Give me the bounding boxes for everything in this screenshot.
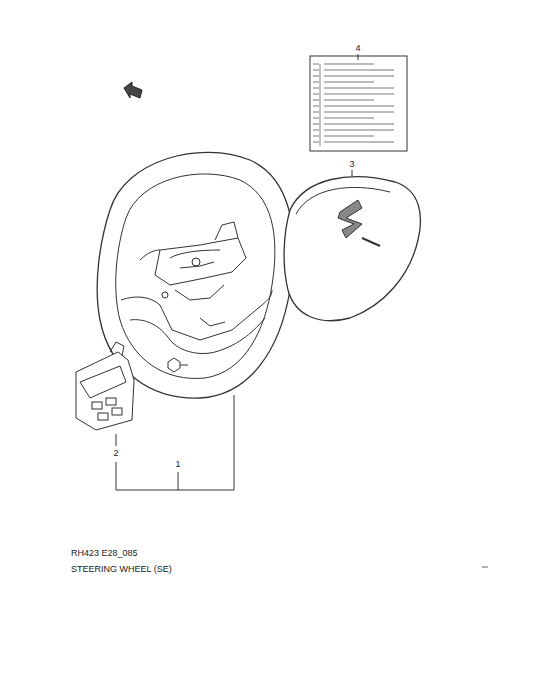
- steering-switch: [76, 342, 134, 430]
- front-arrow-icon: [124, 82, 142, 98]
- figure-title: STEERING WHEEL (SE): [70, 565, 173, 574]
- leader-lines: [116, 56, 358, 490]
- callout-number: 1: [174, 460, 181, 469]
- screw: [168, 358, 188, 372]
- callout-number: 3: [348, 160, 355, 169]
- airbag-module: [284, 177, 420, 321]
- mark: [482, 567, 488, 568]
- callout-number: 2: [112, 449, 119, 458]
- figure-code: RH423 E28_085: [70, 549, 139, 558]
- label-card: [310, 54, 407, 151]
- callout-number: 4: [354, 44, 361, 53]
